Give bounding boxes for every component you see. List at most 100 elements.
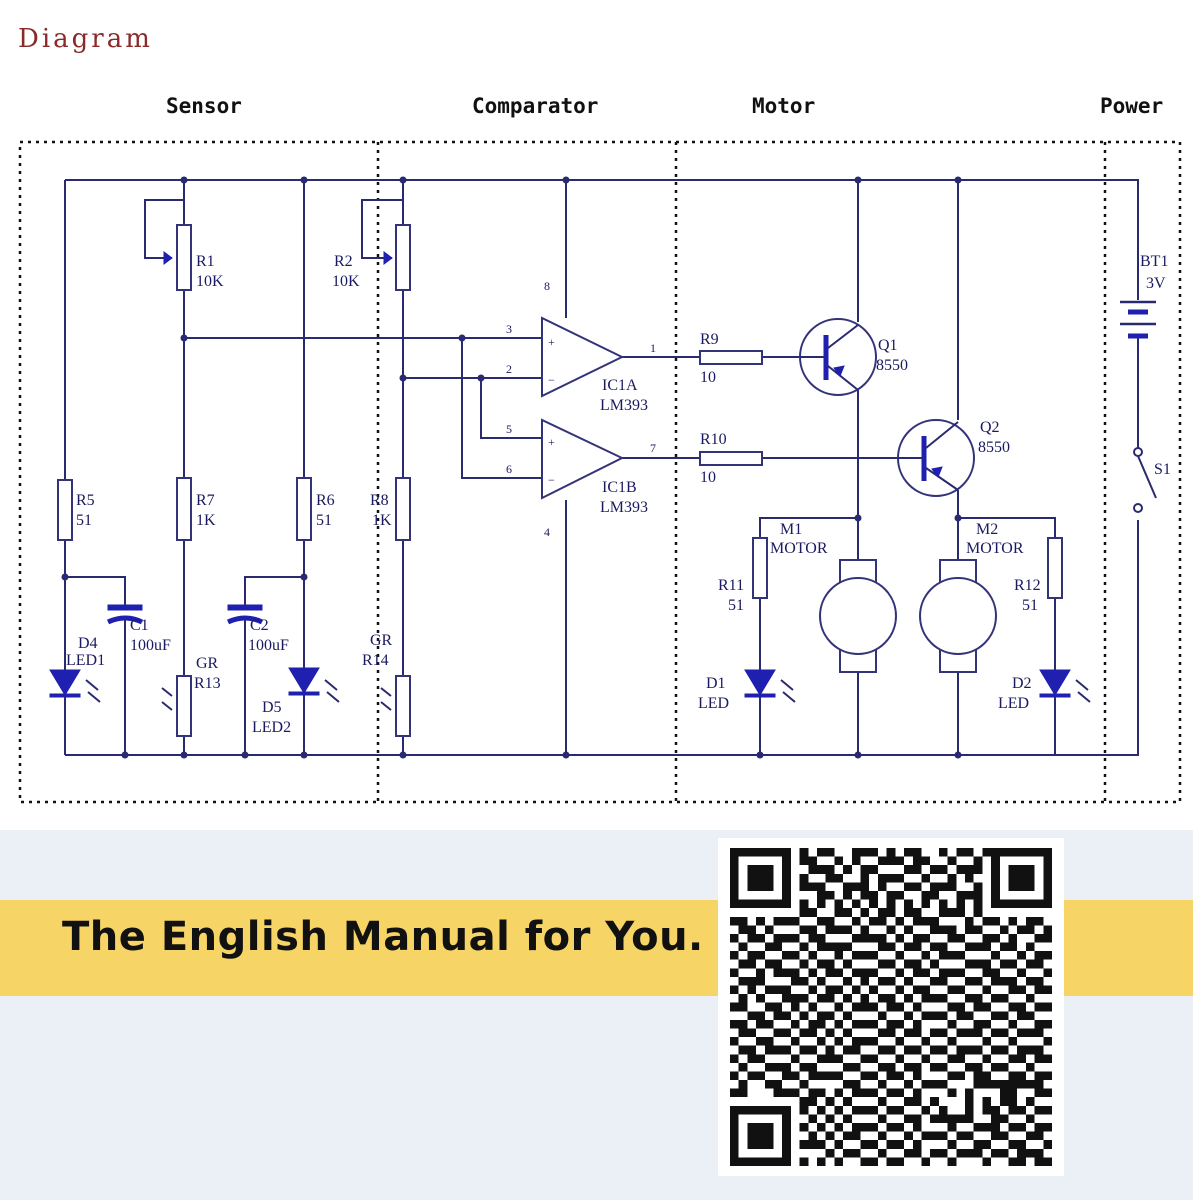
pin-ic1a-plus: + xyxy=(548,335,555,349)
qr-module xyxy=(886,890,896,900)
qr-module xyxy=(860,848,870,857)
qr-module xyxy=(973,925,983,934)
qr-module xyxy=(730,933,739,943)
qr-module xyxy=(886,1019,896,1029)
qr-module xyxy=(1008,899,1018,909)
qr-module xyxy=(1034,933,1044,943)
qr-module xyxy=(912,933,922,943)
qr-code[interactable] xyxy=(718,838,1064,1176)
qr-module xyxy=(730,985,739,995)
qr-module xyxy=(947,1002,957,1012)
qr-module xyxy=(1025,882,1035,891)
qr-module xyxy=(1017,882,1026,891)
qr-module xyxy=(869,1002,878,1012)
qr-module xyxy=(973,908,983,917)
qr-module xyxy=(877,1045,887,1055)
qr-module xyxy=(991,976,1000,986)
qr-module xyxy=(825,1114,835,1124)
qr-module xyxy=(1034,1123,1044,1132)
label-c1-value: 100uF xyxy=(130,637,171,654)
qr-module xyxy=(834,1123,844,1132)
qr-module xyxy=(999,899,1009,909)
qr-module xyxy=(982,1123,992,1132)
qr-module xyxy=(1017,1054,1026,1063)
label-r12-value: 51 xyxy=(1022,597,1038,614)
qr-module xyxy=(895,1157,905,1166)
qr-module xyxy=(1043,933,1052,943)
qr-module xyxy=(825,925,835,934)
qr-module xyxy=(1034,976,1044,986)
qr-module xyxy=(1017,1045,1026,1055)
qr-module xyxy=(921,1037,931,1046)
qr-module xyxy=(773,1062,783,1072)
qr-module xyxy=(982,1140,992,1149)
qr-module xyxy=(817,1071,826,1081)
qr-module xyxy=(991,1062,1000,1072)
qr-module xyxy=(912,968,922,977)
qr-module xyxy=(834,951,844,960)
qr-module xyxy=(991,1011,1000,1020)
qr-module xyxy=(930,1080,939,1089)
pin-3: 3 xyxy=(506,322,512,336)
qr-module xyxy=(869,985,878,995)
qr-module xyxy=(895,933,905,943)
qr-module xyxy=(912,1028,922,1038)
qr-module xyxy=(738,1062,748,1072)
qr-module xyxy=(982,959,992,969)
qr-module xyxy=(782,1045,791,1055)
qr-module xyxy=(869,968,878,977)
qr-module xyxy=(782,1028,791,1038)
qr-module xyxy=(773,1011,783,1020)
qr-module xyxy=(938,1062,948,1072)
qr-module xyxy=(904,1045,913,1055)
qr-module xyxy=(817,890,826,900)
qr-module xyxy=(1034,1157,1044,1166)
qr-module xyxy=(1008,1019,1018,1029)
qr-module xyxy=(860,890,870,900)
qr-module xyxy=(1008,1088,1018,1098)
qr-module xyxy=(904,865,913,874)
qr-module xyxy=(764,865,774,874)
qr-module xyxy=(964,976,974,986)
qr-module xyxy=(1008,1002,1018,1012)
qr-module xyxy=(799,1123,809,1132)
qr-module xyxy=(799,908,809,917)
qr-module xyxy=(991,1114,1000,1124)
qr-module xyxy=(973,1045,983,1055)
qr-module xyxy=(1025,1045,1035,1055)
qr-module xyxy=(860,1037,870,1046)
qr-module xyxy=(947,1157,957,1166)
resistor-r1 xyxy=(176,224,192,291)
label-r10-value: 10 xyxy=(700,469,716,486)
qr-module xyxy=(1008,933,1018,943)
qr-module xyxy=(1034,959,1044,969)
pin-7: 7 xyxy=(650,441,656,455)
label-d2-value: LED xyxy=(998,695,1029,712)
qr-module xyxy=(1008,882,1018,891)
label-ic1b-ref: IC1B xyxy=(602,479,637,496)
qr-module xyxy=(738,1088,748,1098)
qr-module xyxy=(834,968,844,977)
qr-module xyxy=(877,994,887,1003)
switch-s1 xyxy=(1133,447,1157,513)
qr-module xyxy=(869,1019,878,1029)
qr-module xyxy=(730,899,739,909)
qr-module xyxy=(973,1123,983,1132)
qr-module xyxy=(851,1045,861,1055)
qr-module xyxy=(877,933,887,943)
qr-module xyxy=(930,994,939,1003)
qr-module xyxy=(851,1123,861,1132)
qr-module xyxy=(782,1140,791,1149)
photoresistor-r14 xyxy=(395,675,411,737)
qr-module xyxy=(764,1105,774,1115)
qr-module xyxy=(991,968,1000,977)
qr-module xyxy=(921,890,931,900)
qr-module xyxy=(886,1157,896,1166)
qr-module xyxy=(834,1037,844,1046)
qr-module xyxy=(930,1114,939,1124)
qr-module xyxy=(1025,942,1035,952)
label-m2-value: MOTOR xyxy=(966,540,1024,557)
qr-module xyxy=(912,985,922,995)
label-d4-value: LED1 xyxy=(66,652,105,669)
section-label-power: Power xyxy=(1100,94,1164,118)
